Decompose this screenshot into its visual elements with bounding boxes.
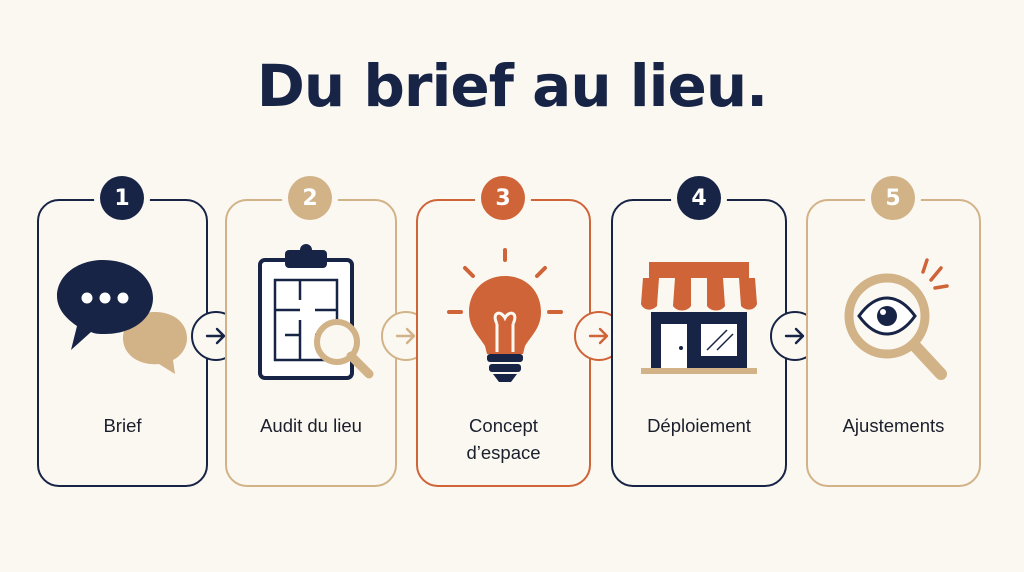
step-number-badge: 4	[677, 176, 721, 220]
step-label: Brief	[103, 415, 142, 436]
step-number-badge: 1	[100, 176, 144, 220]
step-label: Concept d’espace	[466, 415, 541, 463]
page-title: Du brief au lieu.	[256, 52, 768, 120]
storefront-icon	[641, 262, 757, 374]
clipboard-magnifier-icon	[258, 244, 374, 380]
step-number-badge: 3	[481, 176, 525, 220]
arrow-right-icon	[588, 327, 609, 345]
step-label: Ajustements	[842, 415, 945, 436]
step-label: Déploiement	[647, 415, 751, 436]
step-number-badge: 5	[871, 176, 915, 220]
arrow-right-icon	[784, 327, 805, 345]
lightbulb-icon	[447, 248, 563, 382]
arrow-right-icon	[205, 327, 226, 345]
step-label: Audit du lieu	[260, 415, 362, 436]
arrow-right-icon	[395, 327, 416, 345]
eye-magnifier-icon	[844, 258, 949, 380]
speech-bubbles-icon	[57, 260, 187, 374]
step-number-badge: 2	[288, 176, 332, 220]
